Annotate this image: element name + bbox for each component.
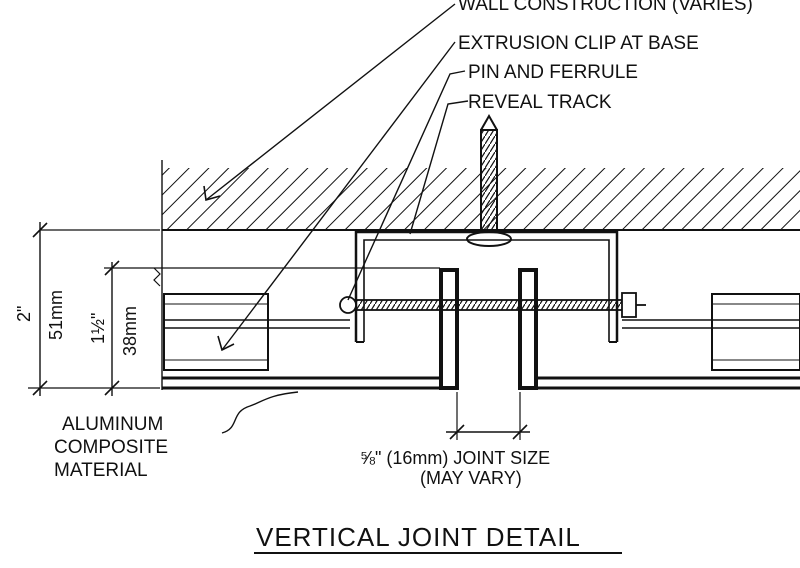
screw-anchor [466, 113, 512, 247]
acm-panel-left [162, 293, 457, 390]
callout-reveal-track: REVEAL TRACK [468, 92, 612, 113]
acm-panel-right [520, 293, 800, 390]
dimension-joint [446, 392, 530, 440]
dimension-overall-mm: 51mm [46, 290, 66, 340]
material-label-line3: MATERIAL [54, 460, 148, 481]
joint-size-note: (MAY VARY) [420, 468, 522, 488]
material-label-line2: COMPOSITE [54, 437, 168, 458]
material-label-line1: ALUMINUM [62, 414, 163, 435]
reveal-track [354, 230, 619, 343]
pin-and-ferrule [339, 292, 646, 318]
dimension-overall-in: 2" [14, 306, 34, 322]
joint-size-label: ⅝" (16mm) JOINT SIZE [360, 448, 550, 468]
dimension-overall [28, 222, 160, 396]
callout-pin-and-ferrule: PIN AND FERRULE [468, 62, 638, 83]
dimension-panel [104, 260, 440, 396]
extrusion-clip-right [518, 268, 538, 390]
callout-wall-construction: WALL CONSTRUCTION (VARIES) [458, 0, 753, 15]
callout-extrusion-clip: EXTRUSION CLIP AT BASE [458, 33, 699, 54]
dimension-panel-mm: 38mm [120, 306, 140, 356]
extrusion-clip-left [439, 268, 459, 390]
dimension-panel-in: 1½" [88, 313, 108, 344]
drawing-title: VERTICAL JOINT DETAIL [256, 522, 581, 552]
leader-lines [203, 3, 469, 434]
